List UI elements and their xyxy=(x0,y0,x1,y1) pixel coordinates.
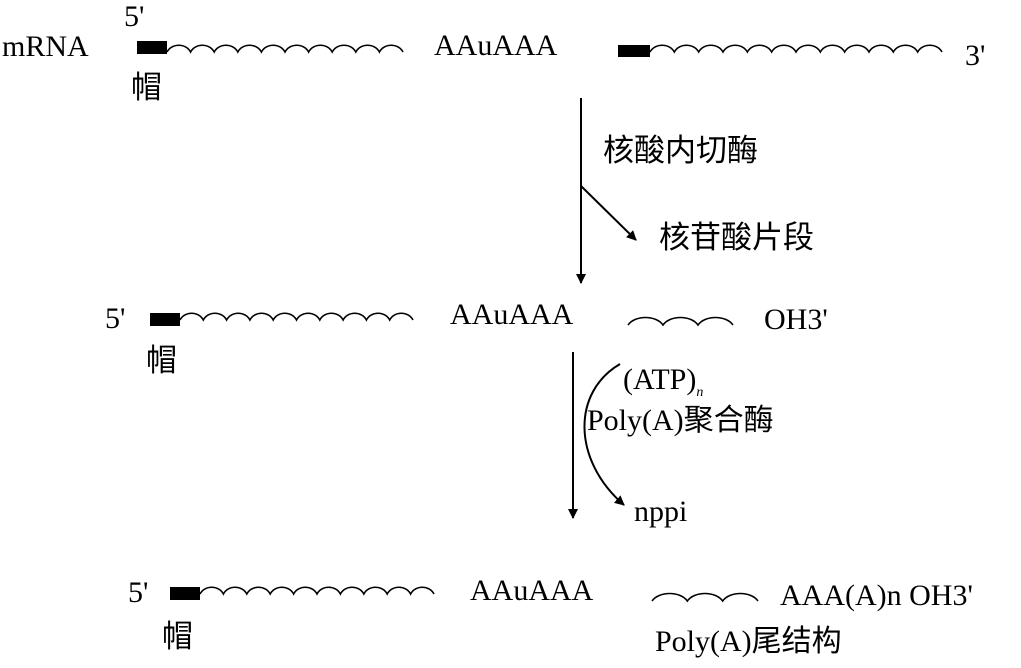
row2-five-prime-label: 5' xyxy=(105,302,126,335)
row2-cap-block xyxy=(150,313,180,326)
row3-cap-block xyxy=(170,587,200,600)
row1-cleavage-site-block xyxy=(618,45,650,57)
row3-signal-sequence: AAuAAA xyxy=(470,574,594,607)
row3-five-prime-label: 5' xyxy=(128,576,149,609)
row1-segment-3prime xyxy=(649,44,943,54)
row2-end-label: OH3' xyxy=(764,303,828,336)
step1-branch-arrow xyxy=(580,185,637,241)
row2-segment-5prime xyxy=(179,312,414,322)
step1-product-label: 核苷酸片段 xyxy=(659,220,814,256)
row1-mrna-label: mRNA xyxy=(2,30,89,63)
row2-cap-label: 帽 xyxy=(146,343,177,379)
step2-curved-arrow xyxy=(583,363,625,506)
row1-cap-block xyxy=(137,41,167,54)
step2-substrate-label: (ATP)n xyxy=(623,365,703,400)
step2-substrate-subscript: n xyxy=(696,385,704,400)
row1-five-prime-label: 5' xyxy=(124,0,145,33)
step2-substrate-text: (ATP) xyxy=(623,363,697,396)
row1-segment-5prime xyxy=(166,44,404,54)
row1-three-prime-label: 3' xyxy=(965,39,986,72)
row3-cap-label: 帽 xyxy=(162,619,193,655)
row3-segment-3prime xyxy=(651,592,759,603)
step2-product-label: nppi xyxy=(634,495,688,528)
row2-segment-3prime xyxy=(627,316,734,327)
row2-signal-sequence: AAuAAA xyxy=(450,298,574,331)
row1-signal-sequence: AAuAAA xyxy=(434,29,558,62)
row3-tail-label: AAA(A)n OH3' xyxy=(780,579,973,612)
row3-segment-5prime xyxy=(199,586,435,596)
row3-tail-caption: Poly(A)尾结构 xyxy=(655,625,842,658)
row1-cap-label: 帽 xyxy=(131,70,162,106)
step1-enzyme-label: 核酸内切酶 xyxy=(603,133,758,169)
step2-enzyme-label: Poly(A)聚合酶 xyxy=(587,404,774,437)
